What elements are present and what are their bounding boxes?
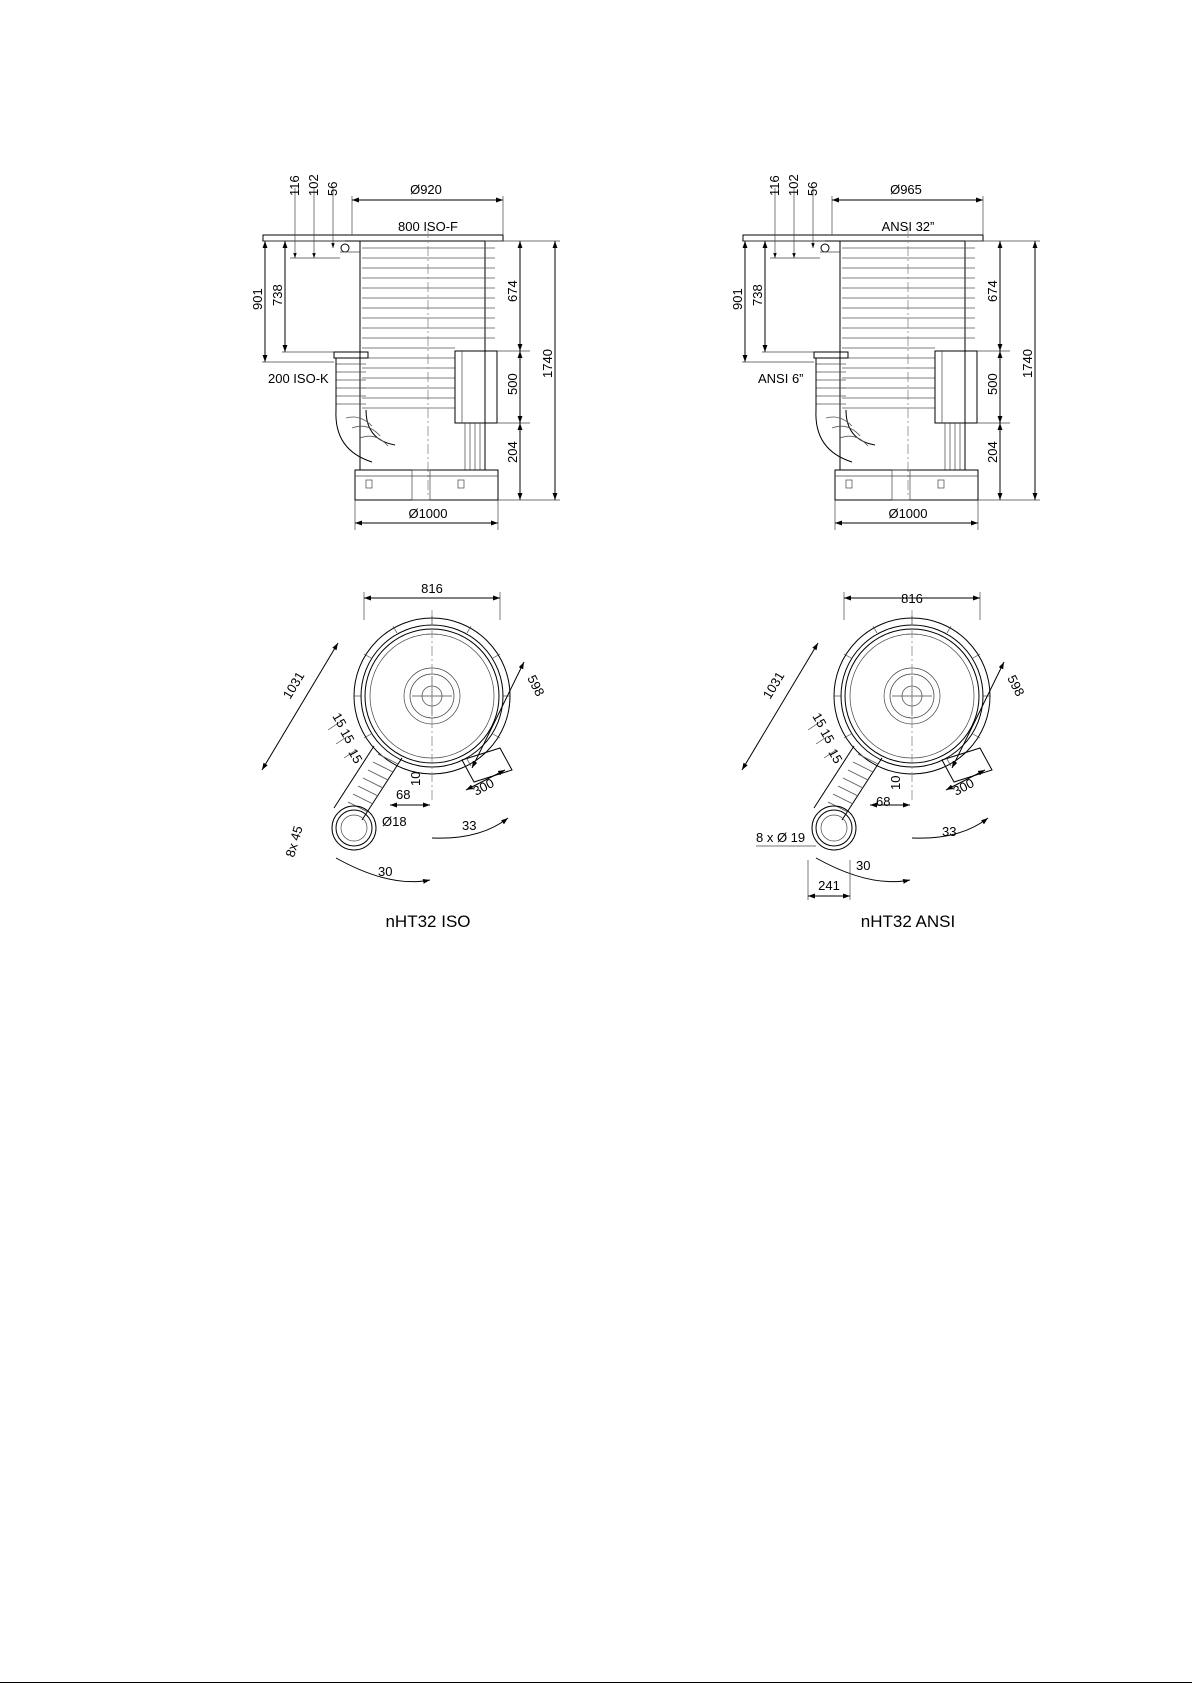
dim-1740: 1740 [1020, 349, 1035, 378]
dim-674: 674 [985, 280, 1000, 302]
dim-10: 10 [888, 776, 903, 790]
holes-label: 8x 45 [282, 824, 305, 859]
dim-816: 816 [421, 581, 443, 596]
dim-204: 204 [505, 441, 520, 463]
dim-56: 56 [805, 182, 820, 196]
dim-1031: 1031 [280, 669, 308, 702]
dim-10: 10 [408, 772, 423, 786]
dim-500: 500 [505, 373, 520, 395]
dim-674: 674 [505, 280, 520, 302]
dim-241: 241 [818, 878, 840, 893]
dim-598: 598 [524, 673, 547, 699]
fore-vacuum-flange-label: ANSI 6” [758, 371, 804, 386]
bolt-diameter-label: Ø18 [382, 814, 407, 829]
fore-vacuum-flange-label: 200 ISO-K [268, 371, 329, 386]
dim-68: 68 [396, 787, 410, 802]
dim-738: 738 [750, 284, 765, 306]
angle-30: 30 [856, 858, 870, 873]
dim-738: 738 [270, 284, 285, 306]
drawing-nht32-ansi: Ø965 ANSI 32” 116 102 56 901 738 674 500… [730, 174, 1040, 931]
dim-116: 116 [287, 175, 302, 196]
dim-300: 300 [950, 775, 976, 798]
dim-901: 901 [730, 288, 745, 310]
dim-300: 300 [470, 775, 496, 798]
inlet-flange-label: ANSI 32” [882, 219, 935, 234]
caption-iso: nHT32 ISO [385, 912, 470, 931]
dim-102: 102 [306, 174, 321, 196]
top-diameter-label: Ø965 [890, 182, 922, 197]
top-diameter-label: Ø920 [410, 182, 442, 197]
dim-598: 598 [1004, 673, 1027, 699]
top-view-dimensions: 816 1031 598 15 15 15 300 68 10 33 30 Ø1… [280, 581, 548, 879]
dim-15-b: 15 [337, 726, 357, 746]
dim-1740: 1740 [540, 349, 555, 378]
inlet-flange-label: 800 ISO-F [398, 219, 458, 234]
dim-116: 116 [767, 175, 782, 196]
bolt-holes-label: 8 x Ø 19 [756, 830, 805, 845]
dim-68: 68 [876, 794, 890, 809]
base-diameter-label: Ø1000 [888, 506, 927, 521]
dim-102: 102 [786, 174, 801, 196]
angle-33: 33 [462, 818, 476, 833]
dim-56: 56 [325, 182, 340, 196]
dim-204: 204 [985, 441, 1000, 463]
dim-500: 500 [985, 373, 1000, 395]
base-diameter-label: Ø1000 [408, 506, 447, 521]
angle-33: 33 [942, 824, 956, 839]
dim-816: 816 [901, 591, 923, 606]
page-footer-rule [0, 1682, 1192, 1683]
dim-15-b: 15 [817, 726, 837, 746]
dim-901: 901 [250, 288, 265, 310]
dim-1031: 1031 [760, 669, 788, 702]
angle-30: 30 [378, 864, 392, 879]
drawing-nht32-iso: Ø920 800 ISO-F 116 102 56 901 738 674 50… [250, 174, 560, 931]
caption-ansi: nHT32 ANSI [861, 912, 956, 931]
